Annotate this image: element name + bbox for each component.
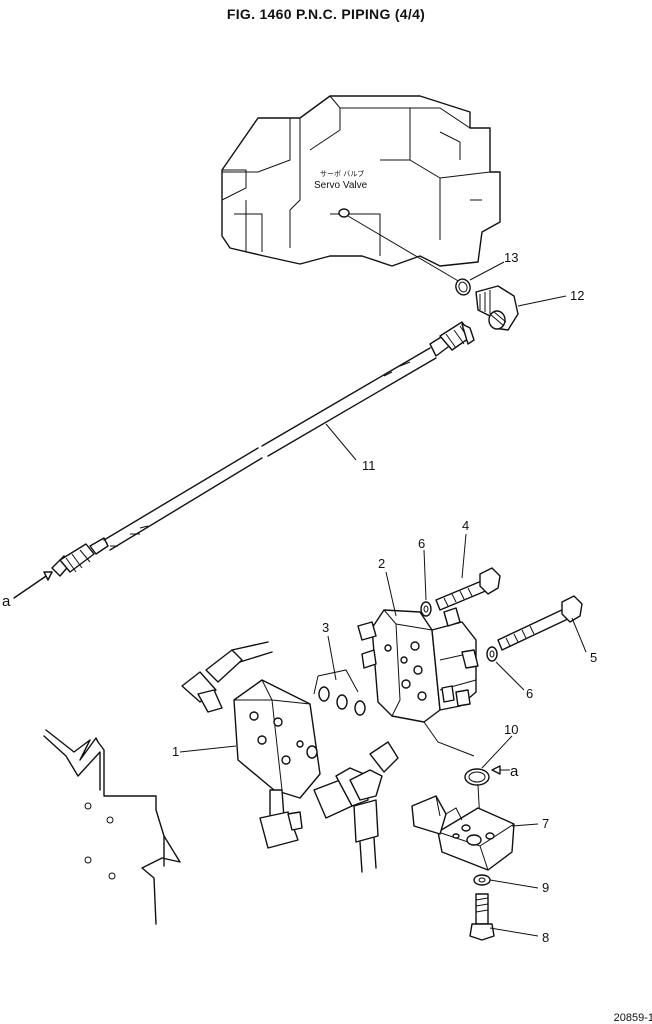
connection-mark-a-right: a <box>510 763 519 780</box>
flange-7 <box>411 795 515 871</box>
callout-13: 13 <box>504 250 518 265</box>
connection-mark-a-left: a <box>2 593 11 610</box>
callout-12: 12 <box>570 288 584 303</box>
callout-numbers: 1 2 3 4 5 6 6 7 8 9 10 11 12 13 a a <box>2 250 597 945</box>
callout-8: 8 <box>542 930 549 945</box>
callout-9: 9 <box>542 880 549 895</box>
servo-valve-label-en: Servo Valve <box>314 180 368 191</box>
callout-4: 4 <box>462 518 469 533</box>
callout-1: 1 <box>172 744 179 759</box>
washer-9 <box>473 874 491 886</box>
page-title: FIG. 1460 P.N.C. PIPING (4/4) <box>226 6 426 22</box>
washer-6-upper <box>420 601 432 617</box>
bolt-5 <box>497 595 583 651</box>
hose-assembly-11 <box>51 321 475 577</box>
elbow-fittings-group <box>313 741 399 873</box>
block-1 <box>181 641 321 849</box>
servo-valve-label-jp: サーボ バルブ <box>320 169 364 178</box>
elbow-fitting-12 <box>475 285 519 331</box>
callout-10: 10 <box>504 722 518 737</box>
drawing-number: 20859-1 <box>613 1012 652 1024</box>
callout-5: 5 <box>590 650 597 665</box>
callout-3: 3 <box>322 620 329 635</box>
callout-2: 2 <box>378 556 385 571</box>
bolt-8 <box>469 893 495 941</box>
frame-section <box>43 729 181 925</box>
o-ring-10 <box>464 768 490 786</box>
o-rings-3 <box>313 669 366 716</box>
callout-6-upper: 6 <box>418 536 425 551</box>
washer-6-lower <box>486 646 498 662</box>
callout-7: 7 <box>542 816 549 831</box>
callout-11: 11 <box>362 458 376 473</box>
callout-6-lower: 6 <box>526 686 533 701</box>
bolt-4 <box>435 567 501 611</box>
leader-lines <box>13 261 587 937</box>
valve-block-2 <box>357 607 479 723</box>
servo-valve: サーボ バルブ Servo Valve <box>221 95 501 267</box>
